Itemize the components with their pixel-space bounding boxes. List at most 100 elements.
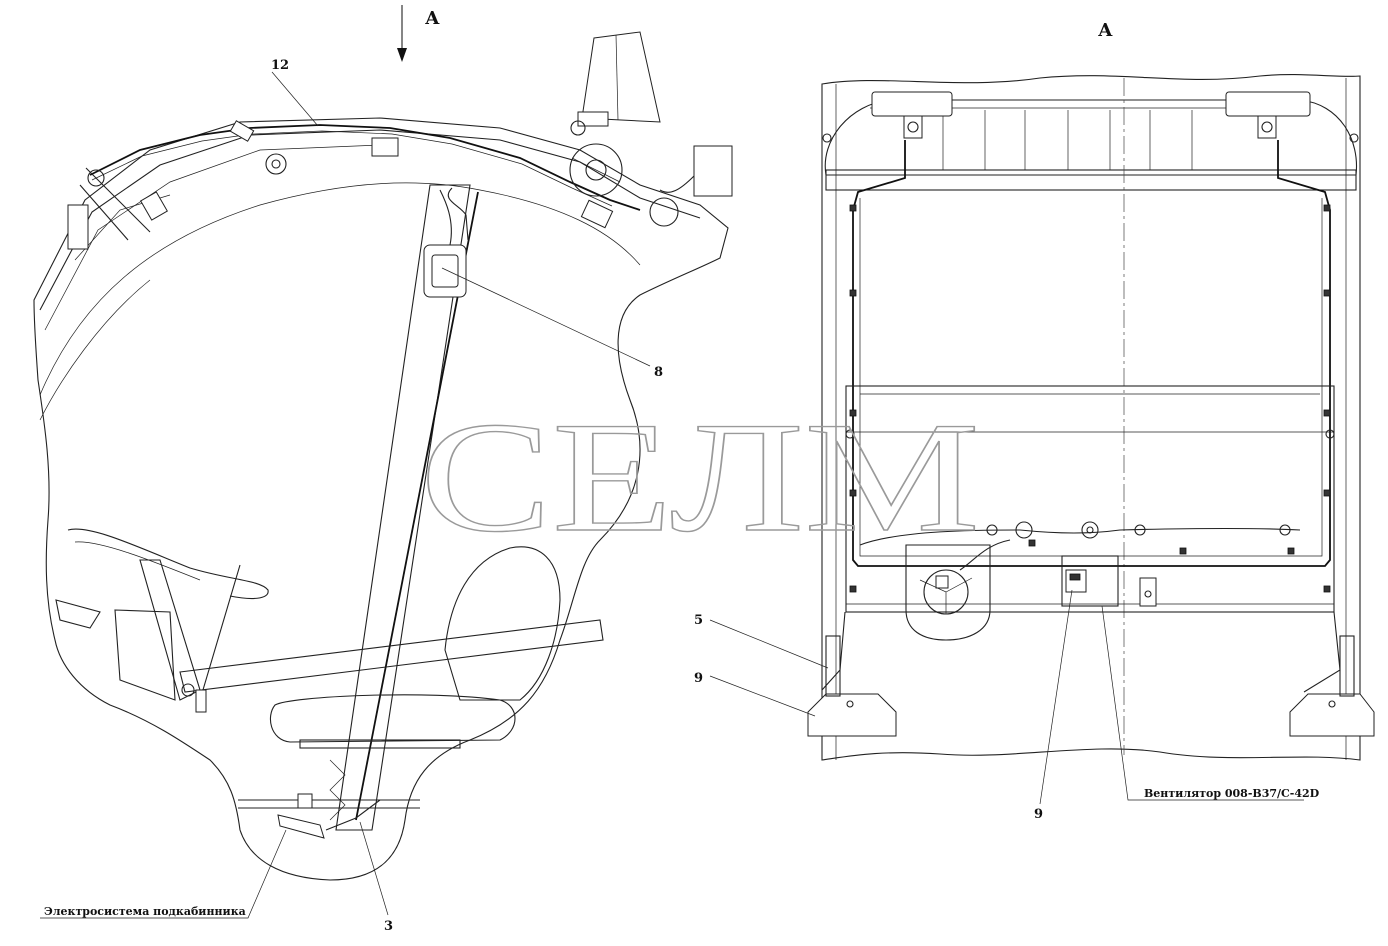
seat-rail <box>299 739 461 749</box>
steering-column <box>139 559 201 701</box>
callout-9a: 9 <box>694 671 703 686</box>
left-lamp <box>67 204 89 250</box>
roof-fan-housing <box>569 143 623 197</box>
fan-008-unit <box>1061 555 1119 607</box>
leader-fan <box>1101 605 1304 801</box>
grommet-2 <box>1081 521 1099 539</box>
column-rod <box>199 564 241 701</box>
seat-spring <box>329 759 346 821</box>
left-bracket-ring <box>87 169 105 187</box>
right-lamp-mount <box>649 197 679 227</box>
left-bracket-arm-2 <box>79 184 129 241</box>
grommet-4 <box>1134 524 1146 536</box>
column-cover <box>114 609 176 701</box>
leader-12 <box>271 71 319 127</box>
view-label-left: А <box>425 8 440 29</box>
cab-outline <box>33 117 729 881</box>
subcab-clip <box>297 793 313 809</box>
beacon-base <box>577 111 609 127</box>
fan-terminal <box>935 575 949 589</box>
left-roof-clamp <box>903 115 923 139</box>
roof-trim-line <box>44 144 381 331</box>
seat-back <box>444 546 561 701</box>
fan-008-switch <box>1139 577 1157 607</box>
left-front-wire <box>821 611 846 691</box>
pillar-switch-inner <box>431 254 459 288</box>
top-harness-loop <box>852 140 1331 567</box>
left-front-post <box>825 635 841 697</box>
window-edge <box>39 279 151 421</box>
harness-clips <box>849 204 1331 593</box>
leader-8 <box>441 267 651 367</box>
left-bracket-arm <box>85 167 151 233</box>
roof-edge-beam <box>825 169 1357 191</box>
steering-wheel <box>67 528 269 600</box>
door-pillar <box>335 184 471 831</box>
roof-clamp-center <box>271 159 281 169</box>
right-front-wire <box>1303 611 1341 693</box>
pillar-switch-wire <box>439 189 452 246</box>
leader-3 <box>359 821 389 916</box>
side-view-cab: А <box>33 5 733 934</box>
view-label-right: А <box>1098 20 1113 41</box>
roof-clamp-ring <box>265 153 287 175</box>
leader-subcab <box>40 829 287 919</box>
left-clip <box>140 191 168 221</box>
floor-beam <box>179 619 604 693</box>
leader-9b <box>1039 589 1073 805</box>
callout-9b: 9 <box>1034 807 1043 822</box>
roof-harness <box>89 124 641 211</box>
callout-8: 8 <box>654 365 663 380</box>
top-view-cab: А <box>694 20 1375 822</box>
right-roof-clamp-bolt <box>1261 121 1273 133</box>
dash-control <box>55 599 101 629</box>
fan-008-connector <box>1065 569 1087 593</box>
note-subcab: Электросистема подкабинника <box>44 905 246 918</box>
seat-cushion <box>269 694 516 743</box>
roof-bolt-left <box>822 133 832 143</box>
floor-plate <box>845 385 1335 613</box>
left-bracket-bolt <box>846 700 854 708</box>
steering-wheel-grip <box>74 541 201 581</box>
right-roof-clamp <box>1257 115 1277 139</box>
roof-fan-blade <box>571 157 621 183</box>
right-lamp-wire <box>659 175 695 193</box>
beacon-lamp <box>581 31 661 123</box>
roof-bolt-right <box>1349 133 1359 143</box>
roof-connector-2 <box>371 137 399 157</box>
roof-harness-edge <box>91 130 613 207</box>
right-lamp <box>693 145 733 197</box>
grommet-5 <box>1279 524 1291 536</box>
beacon-mount <box>570 120 586 136</box>
callout-12: 12 <box>271 58 289 73</box>
grommet-1 <box>1015 521 1033 539</box>
view-arrow-head <box>397 48 407 62</box>
right-bracket-bolt <box>1328 700 1336 708</box>
callout-5: 5 <box>694 613 703 628</box>
roof-connector-1 <box>229 120 255 142</box>
left-roof-lamp <box>871 91 953 117</box>
right-roof-lamp <box>1225 91 1311 117</box>
right-front-post <box>1339 635 1355 697</box>
grommet-3 <box>986 524 998 536</box>
beacon-divider <box>615 34 619 121</box>
subcab-connector <box>277 814 325 839</box>
beam-pivot <box>181 683 195 697</box>
floor-bolt-2 <box>1325 429 1335 439</box>
roof-panel <box>824 99 1358 176</box>
leader-9a <box>709 675 816 717</box>
leader-5 <box>709 619 829 669</box>
headliner-line <box>39 182 641 396</box>
roof-ribs <box>942 110 1193 170</box>
fan-housing <box>905 544 991 641</box>
floor-bolt-1 <box>845 429 855 439</box>
right-front-bracket <box>1289 693 1375 737</box>
callout-3: 3 <box>384 919 393 934</box>
fan-008-plug <box>1069 573 1081 581</box>
beam-connector <box>195 689 207 713</box>
top-view-outline <box>821 74 1361 761</box>
left-roof-clamp-bolt <box>907 121 919 133</box>
cross-harness <box>859 527 1301 546</box>
watermark: СЕЛМ <box>420 390 980 565</box>
